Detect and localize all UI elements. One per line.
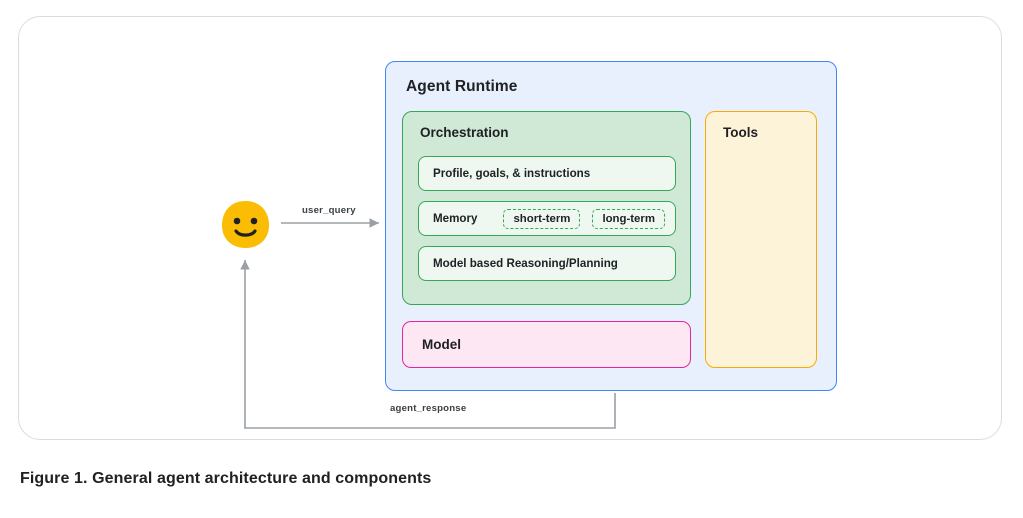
agent-response-arrow (240, 260, 616, 429)
model-box: Model (402, 321, 691, 368)
orchestration-box: Orchestration Profile, goals, & instruct… (402, 111, 691, 305)
memory-label: Memory (433, 212, 478, 225)
user-avatar[interactable] (218, 200, 273, 252)
agent-runtime-title: Agent Runtime (406, 78, 518, 95)
model-based-reasoning-planning-label: Model based Reasoning/Planning (433, 257, 618, 270)
orchestration-row-memory: Memory short-term long-term (418, 201, 676, 236)
diagram-card: user_query agent_response Agent Runtime … (18, 16, 1002, 440)
tools-box: Tools (705, 111, 817, 368)
orchestration-row-reasoning: Model based Reasoning/Planning (418, 246, 676, 281)
figure-caption: Figure 1. General agent architecture and… (20, 470, 432, 487)
model-title: Model (422, 337, 461, 352)
memory-chip-short-term: short-term (503, 208, 581, 229)
orchestration-title: Orchestration (420, 125, 509, 140)
user-query-label: user_query (302, 205, 356, 216)
orchestration-row-profile: Profile, goals, & instructions (418, 156, 676, 191)
agent-response-label: agent_response (390, 403, 467, 414)
smiley-face-icon (222, 201, 269, 248)
profile-goals-instructions-label: Profile, goals, & instructions (433, 167, 591, 180)
tools-title: Tools (723, 125, 758, 140)
connector-layer (240, 218, 616, 429)
memory-chip-long-term: long-term (592, 208, 665, 229)
